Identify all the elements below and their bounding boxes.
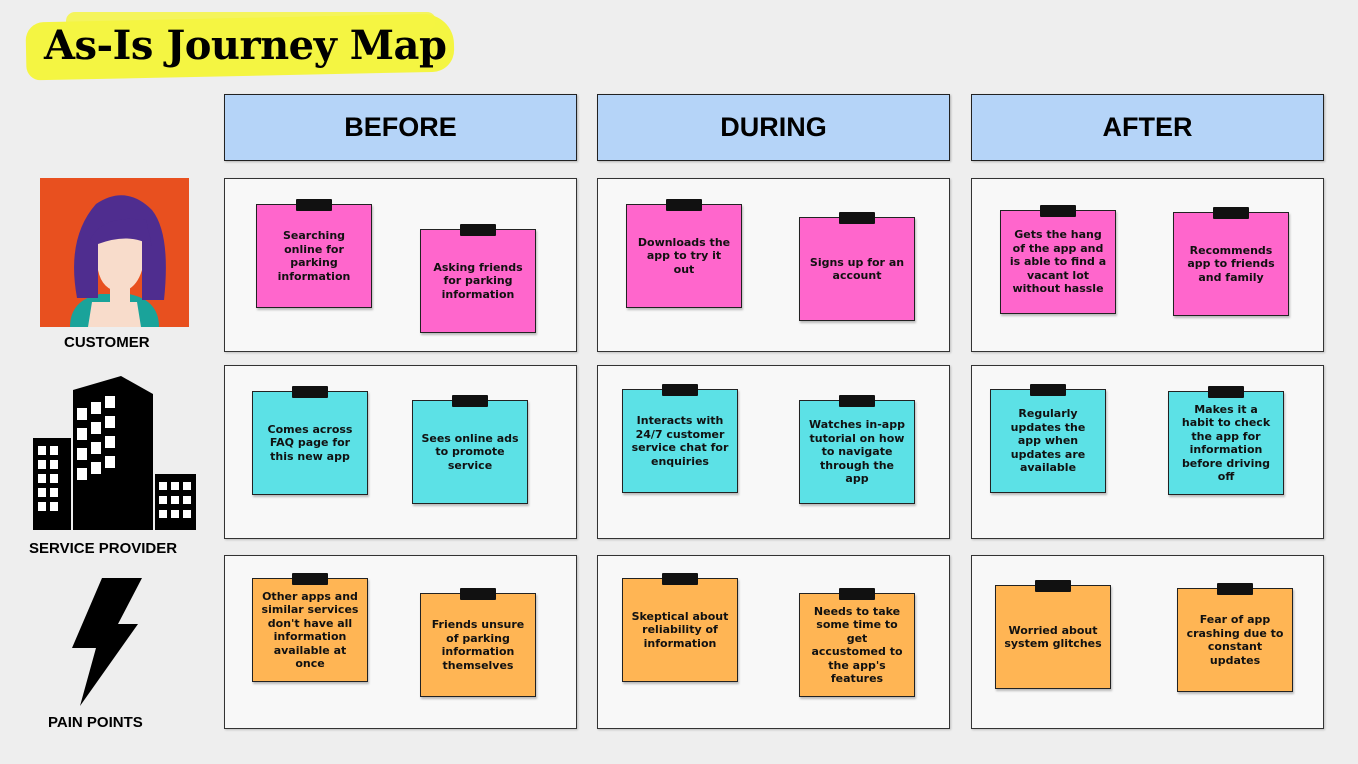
phase-header-before: BEFORE: [224, 94, 577, 161]
sticky-note: Watches in-app tutorial on how to naviga…: [799, 395, 915, 504]
sticky-note: Friends unsure of parking information th…: [420, 588, 536, 697]
sticky-note: Searching online for parking information: [256, 199, 372, 308]
phase-header-after: AFTER: [971, 94, 1324, 161]
sticky-note: Downloads the app to try it out: [626, 199, 742, 308]
sticky-note: Signs up for an account: [799, 212, 915, 321]
sticky-note: Comes across FAQ page for this new app: [252, 386, 368, 495]
sticky-note: Fear of app crashing due to constant upd…: [1177, 583, 1293, 692]
sticky-note: Recommends app to friends and family: [1173, 207, 1289, 316]
row-label-pain-points: PAIN POINTS: [48, 714, 143, 731]
customer-avatar-icon: [40, 178, 189, 327]
title-highlight-stroke: [66, 12, 436, 30]
row-label-customer: CUSTOMER: [64, 334, 150, 351]
buildings-icon: [33, 376, 196, 530]
page-title: As-Is Journey Map: [44, 22, 447, 69]
sticky-note: Gets the hang of the app and is able to …: [1000, 205, 1116, 314]
phase-header-during: DURING: [597, 94, 950, 161]
sticky-note: Makes it a habit to check the app for in…: [1168, 386, 1284, 495]
title-block: As-Is Journey Map: [25, 10, 455, 81]
sticky-note: Other apps and similar services don't ha…: [252, 573, 368, 682]
sticky-note: Worried about system glitches: [995, 580, 1111, 689]
sticky-note: Skeptical about reliability of informati…: [622, 573, 738, 682]
sticky-note: Needs to take some time to get accustome…: [799, 588, 915, 697]
sticky-note: Asking friends for parking information: [420, 224, 536, 333]
sticky-note: Sees online ads to promote service: [412, 395, 528, 504]
sticky-note: Interacts with 24/7 customer service cha…: [622, 384, 738, 493]
row-label-service-provider: SERVICE PROVIDER: [29, 540, 178, 557]
sticky-note: Regularly updates the app when updates a…: [990, 384, 1106, 493]
lightning-bolt-icon: [68, 578, 144, 706]
